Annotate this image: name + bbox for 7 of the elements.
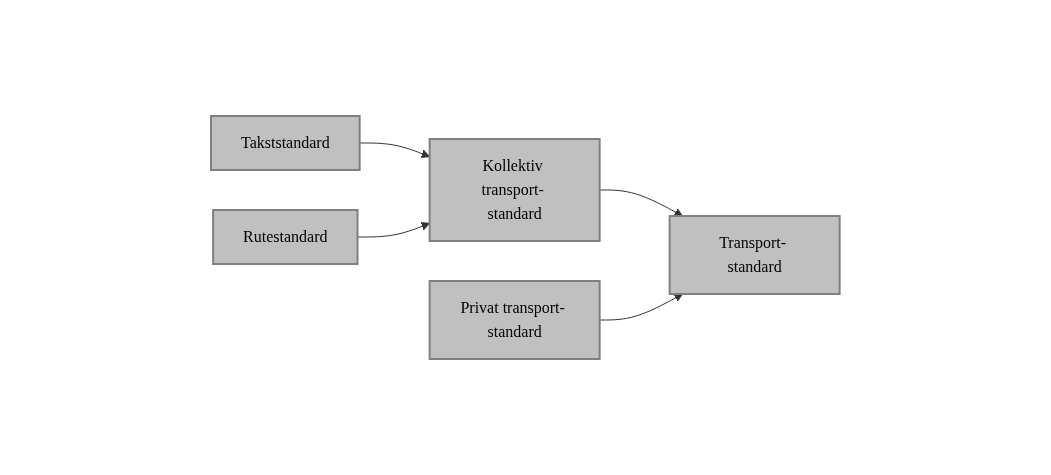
node-box: Rutestandard — [212, 209, 359, 265]
node-box: Kollektiv transport- standard — [428, 138, 601, 242]
node-box: Transport- standard — [668, 215, 841, 295]
node-box: Takststandard — [210, 115, 361, 171]
arrow — [599, 189, 684, 217]
arrow — [599, 293, 684, 321]
node-box: Privat transport- standard — [428, 280, 601, 360]
